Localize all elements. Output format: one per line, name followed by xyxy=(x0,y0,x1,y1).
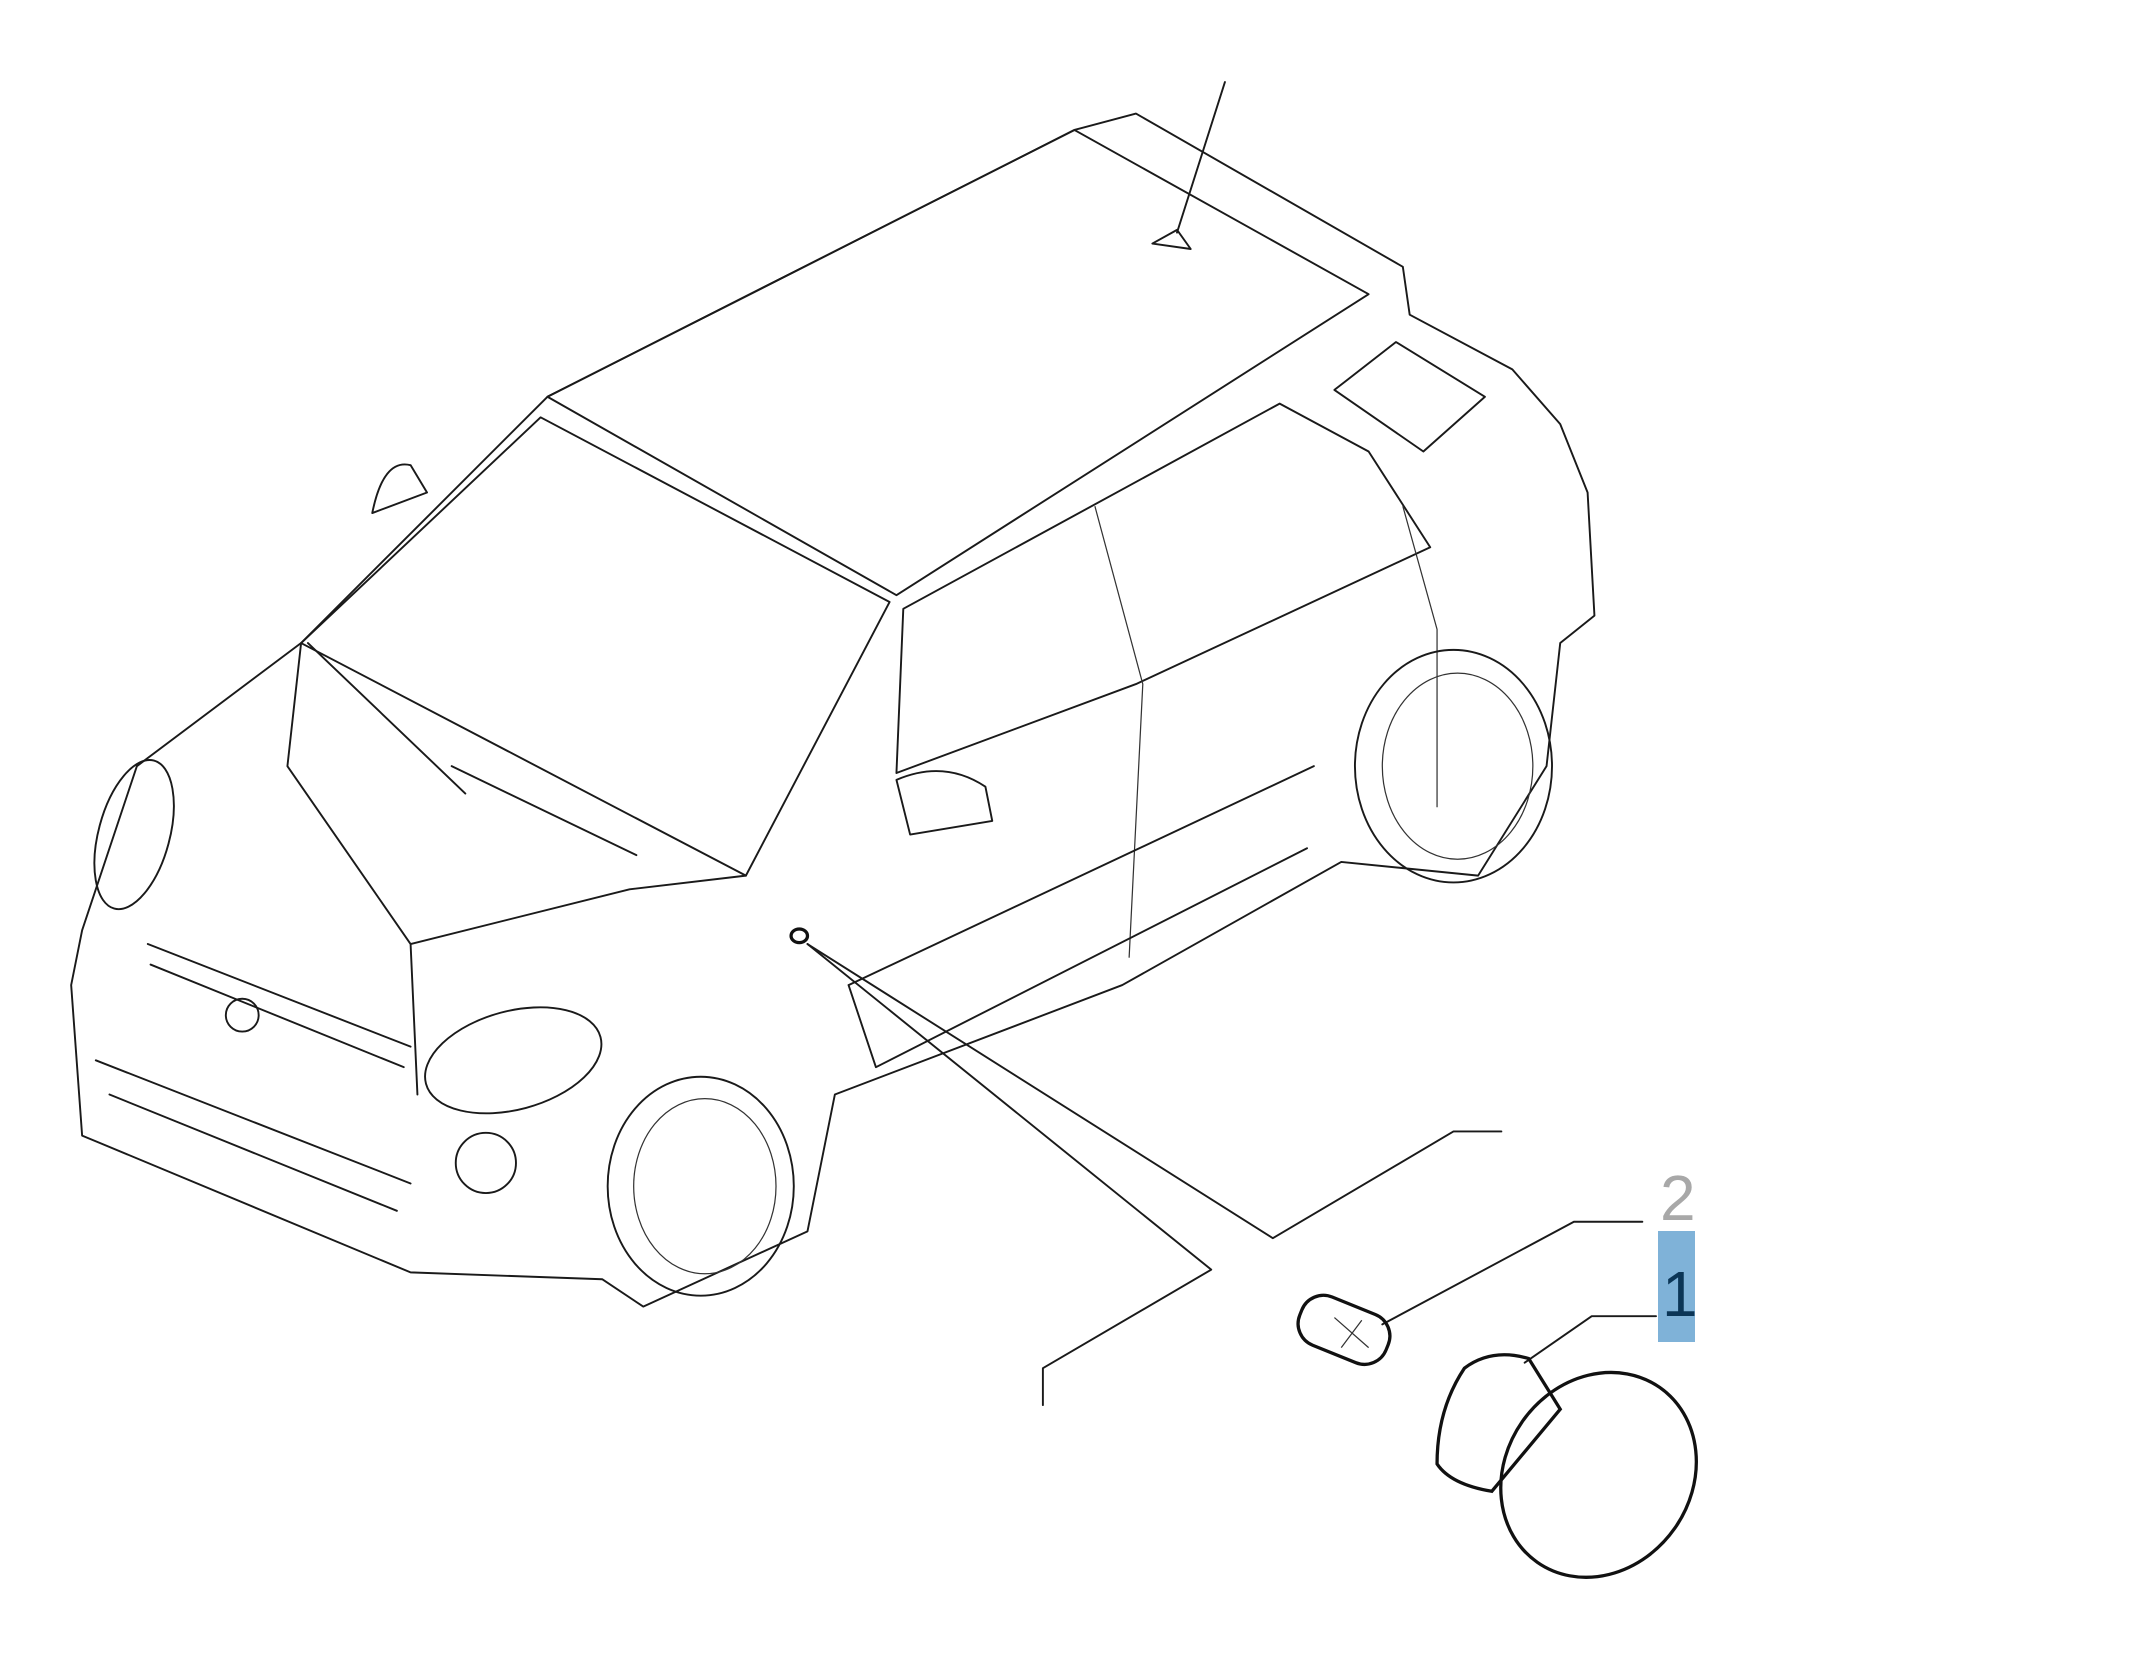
bulb-part xyxy=(1296,1293,1392,1367)
badge xyxy=(224,997,260,1033)
side-crease xyxy=(847,765,1315,1069)
roof-panel xyxy=(546,129,1370,597)
leader-lines xyxy=(806,943,1657,1407)
leader-line-lower xyxy=(806,943,1213,1407)
hood-line xyxy=(286,642,747,1096)
rear-window xyxy=(1333,341,1486,453)
leader-line-upper xyxy=(806,943,1503,1240)
callout-highlight[interactable] xyxy=(1658,1231,1695,1342)
front-wheel xyxy=(606,1075,795,1297)
side-windows xyxy=(895,402,1432,774)
fog-light xyxy=(454,1131,517,1194)
side-marker-lamp-part xyxy=(1435,1353,1698,1579)
left-headlight xyxy=(93,759,175,911)
bulb-icon xyxy=(1296,1293,1392,1367)
right-headlight xyxy=(424,1006,603,1115)
mirror xyxy=(895,770,994,836)
door-line xyxy=(1094,506,1438,958)
bulb-filament xyxy=(1334,1317,1370,1349)
callout-label-1[interactable]: 1 xyxy=(1662,1258,1698,1330)
rear-wheel-rim xyxy=(1381,672,1534,860)
leader-line-2 xyxy=(1381,1220,1644,1326)
wiper xyxy=(306,642,638,857)
leader-line-1 xyxy=(1523,1315,1657,1364)
lamp-housing xyxy=(1435,1353,1563,1494)
front-wheel-rim xyxy=(633,1098,777,1275)
grille xyxy=(94,943,412,1212)
callout-label-2[interactable]: 2 xyxy=(1660,1162,1696,1234)
antenna xyxy=(1151,81,1226,250)
marker-lamp-location xyxy=(789,927,810,945)
windshield xyxy=(300,416,891,877)
rear-wheel xyxy=(1353,648,1553,884)
car-illustration xyxy=(70,81,1596,1308)
left-mirror xyxy=(371,463,428,515)
lamp-lens xyxy=(1499,1370,1698,1579)
